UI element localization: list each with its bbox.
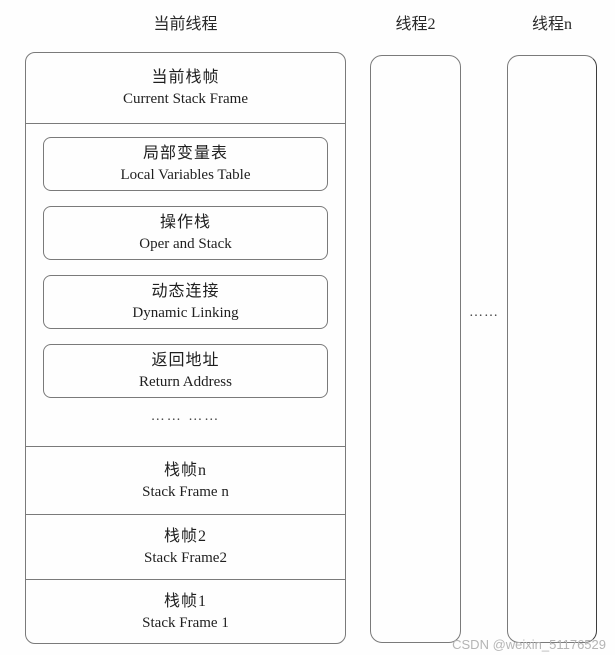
dynamic-linking-box: 动态连接 Dynamic Linking — [43, 275, 328, 329]
return-address-box: 返回地址 Return Address — [43, 344, 328, 398]
current-thread-title: 当前线程 — [153, 16, 218, 33]
csdn-watermark: CSDN @weixin_51176529 — [452, 637, 606, 652]
return-address-label-zh: 返回地址 — [151, 352, 220, 369]
operand-stack-label-en: Oper and Stack — [139, 236, 232, 252]
local-variables-table-label-en: Local Variables Table — [120, 167, 251, 183]
stack-frame-2-label-zh: 栈帧2 — [163, 528, 207, 545]
return-address-label-en: Return Address — [139, 374, 232, 390]
stack-frame-2-label-en: Stack Frame2 — [144, 550, 227, 566]
stack-frame-n-label-zh: 栈帧n — [163, 461, 207, 479]
current-stack-frame-label-en: Current Stack Frame — [123, 91, 248, 107]
thread2-stack-box — [370, 55, 461, 643]
operand-stack-label-zh: 操作栈 — [159, 214, 211, 231]
current-stack-frame-section: 当前栈帧 Current Stack Frame — [26, 53, 345, 123]
stack-frame-n-section: 栈帧n Stack Frame n — [26, 446, 345, 514]
local-variables-table-box: 局部变量表 Local Variables Table — [43, 137, 328, 191]
thread-n-stack-box — [507, 55, 597, 643]
dynamic-linking-label-zh: 动态连接 — [151, 283, 220, 300]
stack-frame-2-section: 栈帧2 Stack Frame2 — [26, 514, 345, 579]
local-variables-table-label-zh: 局部变量表 — [142, 145, 228, 162]
operand-stack-box: 操作栈 Oper and Stack — [43, 206, 328, 260]
thread-n-title: 线程n — [531, 16, 572, 33]
current-thread-stack-box: 当前栈帧 Current Stack Frame 局部变量表 Local Var… — [25, 52, 346, 644]
thread2-title: 线程2 — [395, 16, 436, 33]
stack-frame-1-label-zh: 栈帧1 — [163, 592, 207, 610]
frame-internals-section: 局部变量表 Local Variables Table 操作栈 Oper and… — [26, 123, 345, 446]
current-stack-frame-label-zh: 当前栈帧 — [151, 69, 220, 86]
frame-internals-ellipsis: …… …… — [150, 409, 221, 424]
stack-frame-1-section: 栈帧1 Stack Frame 1 — [26, 579, 345, 643]
dynamic-linking-label-en: Dynamic Linking — [132, 305, 239, 321]
threads-ellipsis: …… — [469, 305, 499, 320]
stack-frame-1-label-en: Stack Frame 1 — [142, 614, 229, 631]
stack-frame-n-label-en: Stack Frame n — [142, 483, 229, 500]
